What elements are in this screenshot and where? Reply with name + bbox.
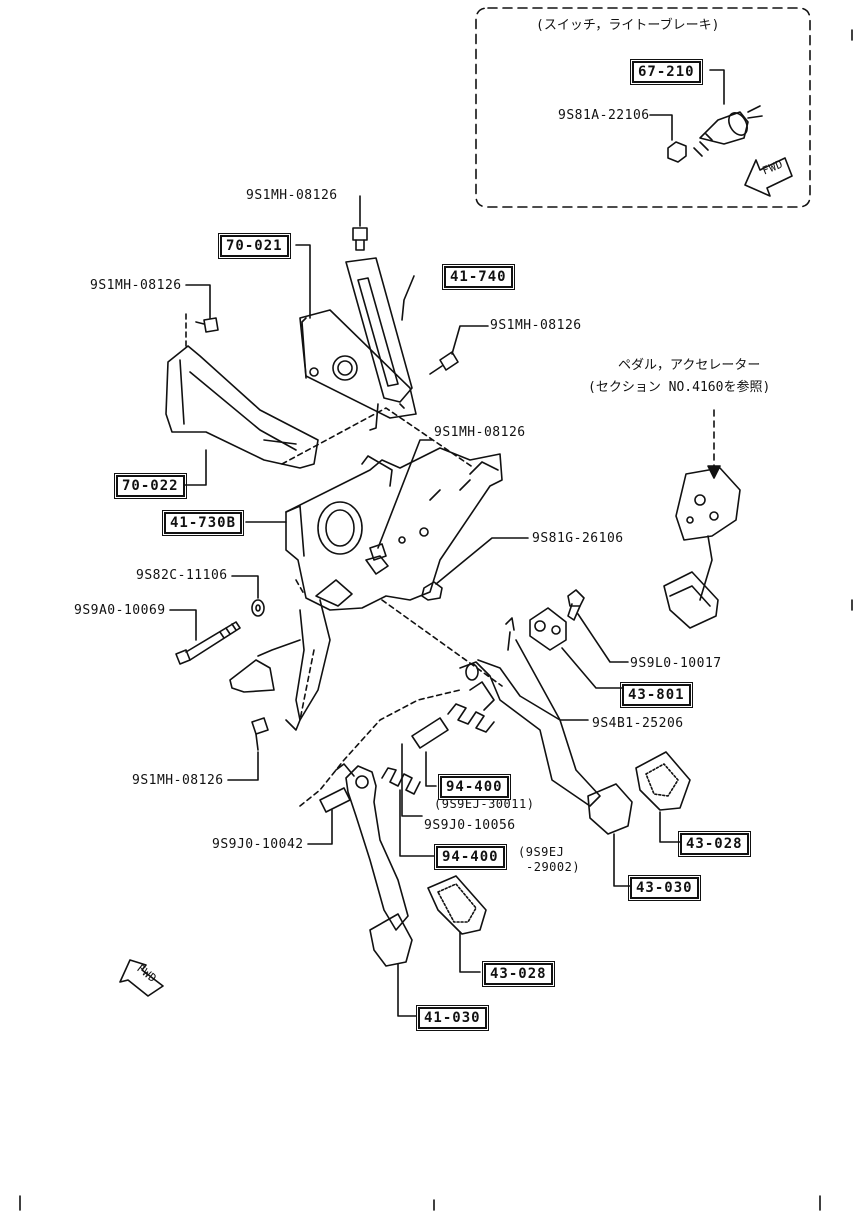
clutch-pedal-arm — [335, 763, 413, 967]
brake-pedal-arm — [459, 659, 633, 835]
bolt-top — [352, 227, 368, 251]
part-9S1MH-08126-left: 9S1MH-08126 — [90, 278, 182, 293]
pedal-pad-43-028-left — [427, 875, 487, 935]
part-9S1MH-08126-bottom: 9S1MH-08126 — [132, 773, 224, 788]
part-9S1MH-08126-mid: 9S1MH-08126 — [434, 425, 526, 440]
ref-41-740[interactable]: 41-740 — [442, 264, 515, 290]
note-9S9EJ-29002-line2: -29002) — [526, 860, 581, 874]
ref-70-021[interactable]: 70-021 — [218, 233, 291, 259]
part-9S81A-22106: 9S81A-22106 — [558, 108, 650, 123]
return-spring-lower — [381, 767, 421, 795]
brake-light-switch — [693, 105, 763, 157]
ref-70-022[interactable]: 70-022 — [114, 473, 187, 499]
part-9S1MH-08126-top: 9S1MH-08126 — [246, 188, 338, 203]
bolt-9S9A0 — [175, 621, 241, 665]
ref-43-801[interactable]: 43-801 — [620, 682, 693, 708]
fwd-arrow-bottom — [119, 959, 164, 997]
pedal-pad-43-028-right — [635, 751, 691, 811]
nut-9S81G — [421, 581, 443, 601]
part-9S9L0-10017: 9S9L0-10017 — [630, 656, 722, 671]
accelerator-pedal-assembly — [663, 467, 741, 629]
bolt-inner — [369, 543, 387, 561]
part-9S9J0-10056: 9S9J0-10056 — [424, 818, 516, 833]
bolt-mid-right — [429, 351, 459, 375]
fwd-arrow-top — [744, 157, 793, 197]
ref-67-210[interactable]: 67-210 — [630, 59, 703, 85]
switch-inset-frame — [475, 7, 811, 208]
pedal-bracket-41-730B — [229, 447, 503, 731]
note-9S9EJ-30011: (9S9EJ-30011) — [434, 797, 535, 811]
ref-41-030[interactable]: 41-030 — [416, 1005, 489, 1031]
part-9S9A0-10069: 9S9A0-10069 — [74, 603, 166, 618]
pedal-section-note-line1: ペダル，アクセレーター — [618, 358, 761, 373]
part-9S81G-26106: 9S81G-26106 — [532, 531, 624, 546]
pedal-section-note-line2: (セクション NO.4160を参照) — [588, 380, 771, 395]
ref-43-028-left[interactable]: 43-028 — [482, 961, 555, 987]
bolt-lower-left — [251, 717, 269, 751]
washer-9S82C — [251, 599, 265, 617]
bushing-lower — [319, 787, 351, 813]
bracket-70-021 — [299, 309, 417, 419]
ref-94-400-upper[interactable]: 94-400 — [438, 774, 511, 800]
ref-94-400-lower[interactable]: 94-400 — [434, 844, 507, 870]
bracket-70-022 — [165, 313, 319, 469]
ref-41-730B[interactable]: 41-730B — [161, 510, 245, 536]
bushing-upper — [411, 717, 449, 749]
cotter-pin-9S4B1 — [505, 617, 515, 651]
bracket-41-740 — [345, 257, 413, 431]
ref-43-030[interactable]: 43-030 — [628, 875, 701, 901]
return-spring-upper — [447, 681, 495, 733]
part-9S82C-11106: 9S82C-11106 — [136, 568, 228, 583]
note-9S9EJ-29002-line1: (9S9EJ — [518, 845, 565, 859]
pin-9S9L0 — [567, 589, 585, 621]
part-9S4B1-25206: 9S4B1-25206 — [592, 716, 684, 731]
switch-nut — [667, 141, 687, 163]
ref-43-028-right[interactable]: 43-028 — [678, 831, 751, 857]
bolt-left-top — [195, 317, 219, 333]
part-9S9J0-10042: 9S9J0-10042 — [212, 837, 304, 852]
part-9S1MH-08126-right: 9S1MH-08126 — [490, 318, 582, 333]
clevis-43-801 — [529, 607, 567, 651]
switch-section-note: (スイッチ，ライトーブレーキ) — [536, 18, 720, 33]
